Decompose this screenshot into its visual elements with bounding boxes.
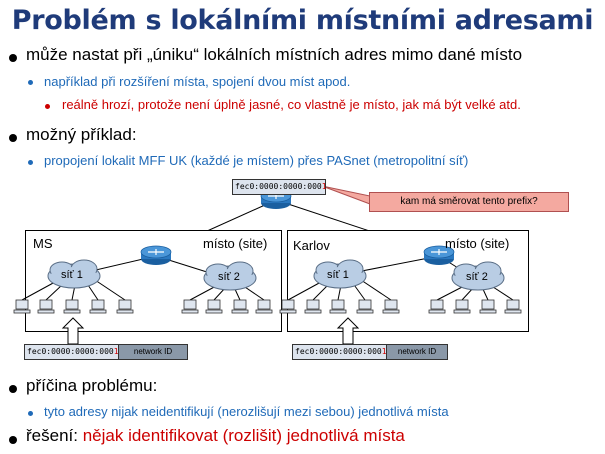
bullet-dot (9, 134, 17, 142)
subnet-1-label: síť 1 (327, 269, 349, 281)
router-icon (140, 245, 172, 265)
top-prefix-box: fec0:0000:0000:0001 (232, 179, 327, 195)
computer-icon (91, 299, 105, 310)
up-arrow-icon (61, 317, 85, 345)
computer-icon (257, 299, 271, 310)
computer-icon (481, 299, 495, 310)
computer-icon (183, 299, 197, 310)
bullet-dot (9, 436, 17, 444)
bullet-3-text: příčina problému: (26, 376, 158, 395)
subnet-1-label: síť 1 (61, 269, 83, 281)
computer-icon (306, 299, 320, 310)
bullet-dot (28, 411, 33, 416)
site-karlov-name: Karlov (293, 238, 330, 253)
computer-icon (233, 299, 247, 310)
computer-icon (331, 299, 345, 310)
computer-icon (118, 299, 132, 310)
cloud-icon (203, 261, 257, 291)
site-karlov-label: místo (site) (445, 236, 510, 251)
cloud-icon (451, 261, 505, 291)
up-arrow-icon (336, 317, 360, 345)
bullet-dot (28, 160, 33, 165)
computer-icon (207, 299, 221, 310)
slide-title: Problém s lokálními místními adresami (11, 5, 594, 36)
bullet-2-text: možný příklad: (26, 125, 137, 144)
site-ms-name: MS (33, 236, 53, 251)
bullet-4-text: řešení: nějak identifikovat (rozlišit) j… (26, 426, 405, 445)
bullet-dot (9, 54, 17, 62)
computer-icon (65, 299, 79, 310)
computer-icon (506, 299, 520, 310)
callout-pointer (321, 185, 371, 205)
subnet-2-label: síť 2 (218, 271, 240, 283)
address-prefix-box: fec0:0000:0000:0001 (24, 344, 120, 360)
bullet-2-sub-text: propojení lokalit MFF UK (každé je míste… (44, 153, 469, 168)
computer-icon (39, 299, 53, 310)
cloud-icon (47, 259, 101, 289)
bullet-dot (45, 104, 50, 109)
subnet-2-label: síť 2 (466, 271, 488, 283)
computer-icon (358, 299, 372, 310)
cloud-icon (313, 259, 367, 289)
computer-icon (281, 299, 295, 310)
computer-icon (455, 299, 469, 310)
bullet-dot (28, 80, 33, 85)
network-id-box: network ID (386, 344, 448, 360)
computer-icon (384, 299, 398, 310)
bullet-1-text: může nastat při „úniku“ lokálních místní… (26, 45, 523, 64)
address-prefix-box: fec0:0000:0000:0001 (292, 344, 388, 360)
bullet-1-subsub-text: reálně hrozí, protože není úplně jasné, … (62, 97, 521, 112)
bullet-1-sub-text: například při rozšíření místa, spojení d… (44, 74, 351, 89)
callout-box: kam má směrovat tento prefix? (369, 192, 569, 212)
computer-icon (430, 299, 444, 310)
network-id-box: network ID (118, 344, 188, 360)
bullet-dot (9, 385, 17, 393)
router-icon (423, 245, 455, 265)
site-ms-label: místo (site) (203, 236, 268, 251)
bullet-3-sub-text: tyto adresy nijak neidentifikují (nerozl… (44, 404, 449, 419)
computer-icon (15, 299, 29, 310)
